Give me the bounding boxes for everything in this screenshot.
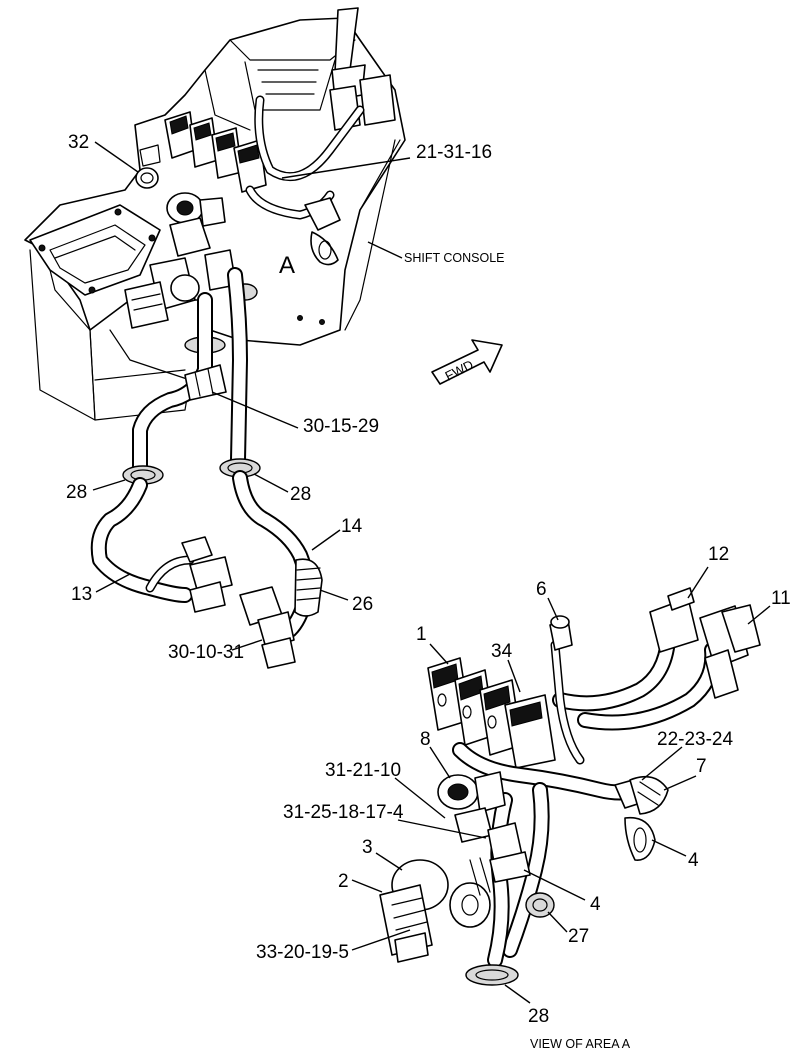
switch-bank (427, 657, 556, 769)
console-panel (29, 204, 161, 296)
callout-31-21-10: 31-21-10 (325, 760, 401, 781)
callout-4-mid: 4 (590, 894, 601, 915)
area-a-marker: A (279, 252, 295, 279)
bracket-4 (624, 816, 656, 861)
callout-8: 8 (420, 729, 431, 750)
callout-labels: 32 21-31-16 A SHIFT CONSOLE 30-15-29 28 … (66, 132, 791, 1051)
shift-console-label: SHIFT CONSOLE (404, 251, 504, 265)
view-of-area-a-caption: VIEW OF AREA A (530, 1037, 631, 1051)
callout-1: 1 (416, 624, 427, 645)
callout-4-right: 4 (688, 850, 699, 871)
callout-28-bottom: 28 (528, 1006, 549, 1027)
connector-11 (721, 604, 761, 653)
callout-3: 3 (362, 837, 373, 858)
fwd-text: FWD (443, 357, 476, 384)
shift-console-assembly (24, 7, 406, 669)
callout-12: 12 (708, 544, 729, 565)
area-a-detail-view (379, 587, 761, 986)
callout-11: 11 (771, 588, 791, 609)
callout-14: 14 (341, 516, 363, 537)
callout-21-31-16: 21-31-16 (416, 142, 492, 163)
callout-13: 13 (71, 584, 92, 605)
callout-26: 26 (352, 594, 373, 615)
indicator-lamp (135, 167, 159, 189)
callout-31-25-18-17-4: 31-25-18-17-4 (283, 802, 404, 823)
connector-7 (629, 775, 669, 815)
callout-2: 2 (338, 871, 349, 892)
console-switch-bank (164, 111, 267, 193)
callout-28-left: 28 (66, 482, 87, 503)
grommet-28-bottom (465, 964, 519, 986)
callout-30-15-29: 30-15-29 (303, 416, 379, 437)
callout-leaders (92, 141, 771, 1004)
callout-7: 7 (696, 756, 707, 777)
callout-32: 32 (68, 132, 89, 153)
callout-28-right: 28 (290, 484, 311, 505)
callout-6: 6 (536, 579, 547, 600)
callout-27: 27 (568, 926, 589, 947)
grommet-27 (525, 892, 555, 918)
callout-33-20-19-5: 33-20-19-5 (256, 942, 349, 963)
callout-34: 34 (491, 641, 513, 662)
forward-direction-arrow: FWD (431, 339, 503, 385)
callout-22-23-24: 22-23-24 (657, 729, 733, 750)
callout-30-10-31: 30-10-31 (168, 642, 244, 663)
